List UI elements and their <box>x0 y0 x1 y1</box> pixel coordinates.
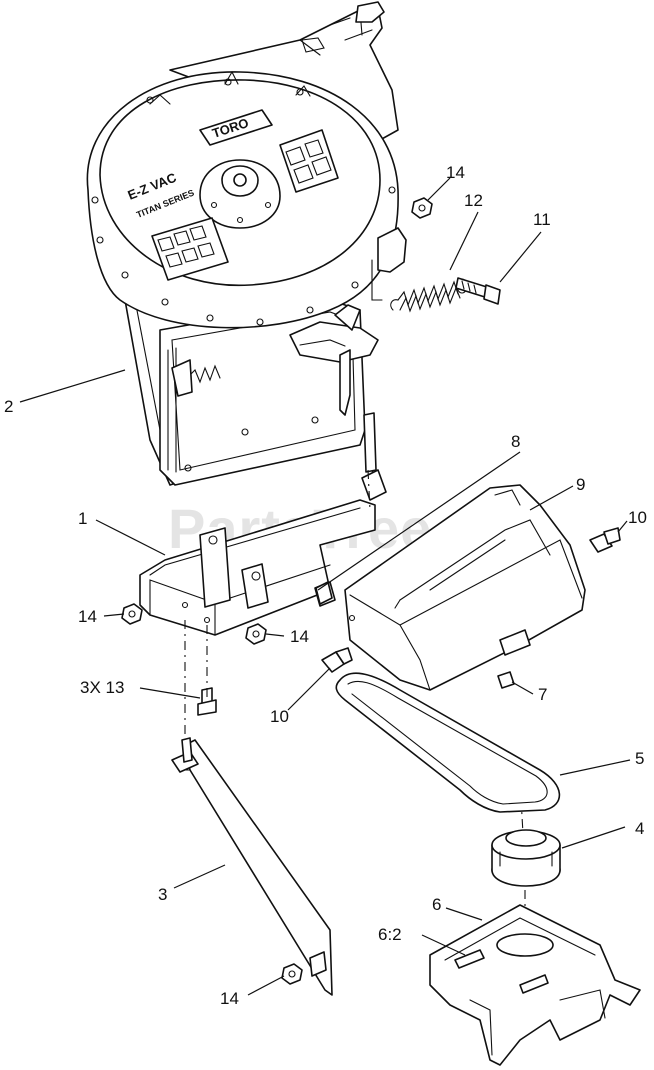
part-1-mounting-bracket <box>139 499 376 636</box>
part-14-nut-lower <box>281 963 303 985</box>
callout-8: 8 <box>511 432 520 451</box>
part-11-bolt <box>455 277 501 305</box>
part-13-screw <box>197 687 217 716</box>
callout-10-left: 10 <box>270 707 289 726</box>
callout-14-upper: 14 <box>446 163 465 182</box>
part-2-blower-housing: TORO E-Z VAC TITAN SERIES <box>86 1 407 501</box>
callout-1: 1 <box>78 509 87 528</box>
callout-11: 11 <box>533 210 551 229</box>
callout-6-2: 6:2 <box>378 925 402 944</box>
callout-14-right: 14 <box>290 627 309 646</box>
part-4-pulley <box>491 829 561 887</box>
callout-4: 4 <box>635 819 644 838</box>
callout-12: 12 <box>464 191 483 210</box>
part-14-nut-left <box>121 603 143 625</box>
housing-bolt-ring <box>91 78 396 326</box>
part-9-belt-cover <box>344 484 586 691</box>
callout-3: 3 <box>158 885 167 904</box>
callout-5: 5 <box>635 749 644 768</box>
leader-lines <box>19 177 631 996</box>
callout-9: 9 <box>576 475 585 494</box>
part-14-nut-right <box>245 623 267 645</box>
part-3-shield-plate <box>171 737 333 996</box>
part-10-knob-left <box>321 647 353 673</box>
callout-7: 7 <box>538 685 547 704</box>
part-6-base-plate <box>429 904 641 1066</box>
callout-10-right: 10 <box>628 508 647 527</box>
warning-decals <box>151 129 339 281</box>
part-8-clip <box>315 581 333 605</box>
part-5-belt <box>335 672 561 813</box>
impeller-hub <box>199 159 281 229</box>
callout-6: 6 <box>432 895 441 914</box>
part-7-clip <box>497 671 515 689</box>
callout-2: 2 <box>4 397 13 416</box>
part-12-spring <box>390 278 468 313</box>
callout-14-lower: 14 <box>220 989 239 1008</box>
part-10-knob-right <box>589 527 621 553</box>
callout-14-left: 14 <box>78 607 97 626</box>
callout-3x13: 3X 13 <box>80 678 124 697</box>
callout-labels: 2 1 14 14 3X 13 3 14 8 9 10 10 7 5 4 6 6… <box>4 163 647 1008</box>
part-14-nut-upper <box>411 197 433 219</box>
